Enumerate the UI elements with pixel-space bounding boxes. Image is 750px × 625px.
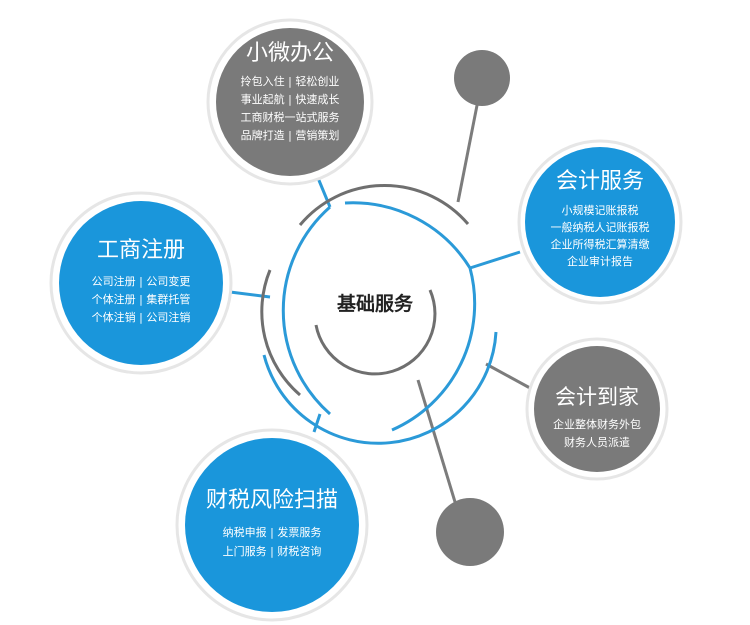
node-gongshang-line: 公司注册 | 公司变更 xyxy=(92,274,191,288)
node-daojia-bg xyxy=(534,346,660,472)
node-fengxian-bg xyxy=(185,438,359,612)
node-fengxian[interactable]: 财税风险扫描 纳税申报 | 发票服务 上门服务 | 财税咨询 xyxy=(175,428,369,622)
dot-top-right xyxy=(454,50,510,106)
node-xiaowei-line: 事业起航 | 快速成长 xyxy=(241,92,340,106)
center-label: 基础服务 xyxy=(336,292,414,315)
node-daojia-title: 会计到家 xyxy=(555,385,639,409)
center-rings xyxy=(260,184,498,445)
node-xiaowei-line: 工商财税一站式服务 xyxy=(241,110,340,124)
node-kuaiji-line: 一般纳税人记账报税 xyxy=(551,220,650,234)
node-gongshang-line: 个体注销 | 公司注销 xyxy=(92,310,191,324)
dot-bottom-right xyxy=(436,498,504,566)
node-daojia-line: 财务人员派遣 xyxy=(564,435,630,449)
connector-kuaiji xyxy=(469,250,521,270)
node-kuaiji[interactable]: 会计服务 小规模记账报税 一般纳税人记账报税 企业所得税汇算清缴 企业审计报告 xyxy=(517,139,683,305)
ring-mid-arc-gray-top xyxy=(298,184,470,226)
ring-mid-arc-gray-left xyxy=(260,269,301,397)
node-gongshang[interactable]: 工商注册 公司注册 | 公司变更 个体注册 | 集群托管 个体注销 | 公司注销 xyxy=(49,191,233,375)
node-gongshang-line: 个体注册 | 集群托管 xyxy=(92,292,191,306)
node-xiaowei-line: 拎包入住 | 轻松创业 xyxy=(241,74,340,88)
node-fengxian-title: 财税风险扫描 xyxy=(206,488,338,513)
node-kuaiji-bg xyxy=(525,147,675,297)
node-xiaowei[interactable]: 小微办公 拎包入住 | 轻松创业 事业起航 | 快速成长 工商财税一站式服务 品… xyxy=(206,18,374,186)
ring-inner-arc xyxy=(314,289,437,376)
node-daojia-line: 企业整体财务外包 xyxy=(553,417,641,431)
connector-bottom-right-dot xyxy=(416,379,464,526)
node-xiaowei-line: 品牌打造 | 营销策划 xyxy=(241,128,340,142)
node-fengxian-line: 上门服务 | 财税咨询 xyxy=(223,544,322,558)
node-xiaowei-title: 小微办公 xyxy=(246,41,334,66)
ring-outer-arc-left xyxy=(281,205,331,416)
node-daojia[interactable]: 会计到家 企业整体财务外包 财务人员派遣 xyxy=(525,337,669,481)
ring-mid-arc-blue xyxy=(262,331,498,445)
ring-outer-arc-top xyxy=(344,201,472,269)
node-kuaiji-line: 企业审计报告 xyxy=(567,254,633,268)
node-kuaiji-title: 会计服务 xyxy=(556,169,644,194)
ring-outer-arc-right xyxy=(391,267,477,432)
connector-daojia xyxy=(485,362,531,390)
node-xiaowei-bg xyxy=(216,28,364,176)
node-gongshang-bg xyxy=(59,201,223,365)
node-kuaiji-line: 企业所得税汇算清缴 xyxy=(551,237,650,251)
connector-fengxian xyxy=(312,413,322,433)
node-kuaiji-line: 小规模记账报税 xyxy=(562,203,639,217)
node-gongshang-title: 工商注册 xyxy=(97,238,185,263)
node-fengxian-line: 纳税申报 | 发票服务 xyxy=(223,525,322,539)
